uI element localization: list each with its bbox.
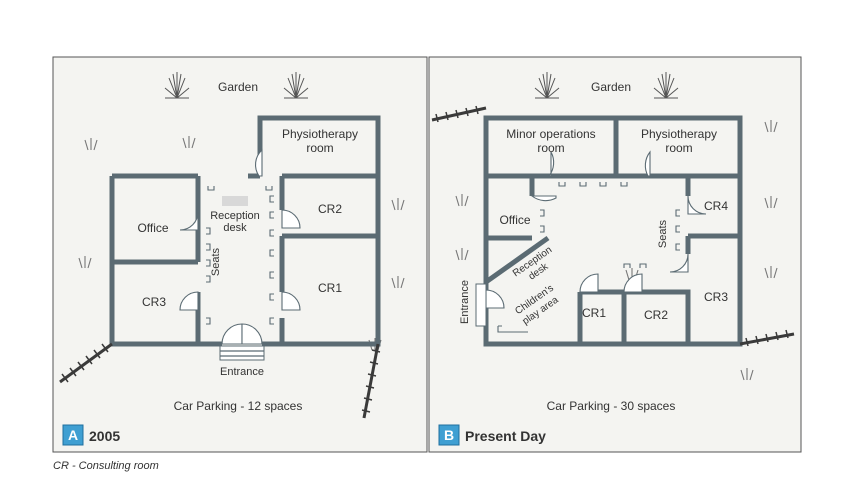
- room-label-reception: desk: [223, 222, 247, 234]
- room-label-office: Office: [137, 221, 168, 235]
- grass-icon: [78, 256, 92, 269]
- parking-label: Car Parking - 12 spaces: [174, 399, 303, 413]
- door-icon: [241, 323, 263, 345]
- badge-b: [438, 424, 460, 446]
- door-icon: [485, 289, 505, 309]
- room-label-physiotherapy: room: [306, 141, 333, 155]
- room-label-cr2: CR2: [644, 308, 668, 322]
- footnote: CR - Consulting room: [53, 460, 159, 472]
- grass-icon: [182, 136, 196, 149]
- panel-a-frame: [52, 56, 428, 453]
- room-label-reception: Reception: [210, 210, 260, 222]
- grass-icon: [84, 138, 98, 151]
- room-label-physiotherapy: Physiotherapy: [641, 127, 717, 141]
- entrance-label: Entrance: [220, 366, 264, 378]
- reception-desk-counter: [222, 196, 248, 206]
- room-label-cr3: CR3: [142, 295, 166, 309]
- fence-icon: [361, 343, 381, 419]
- seats-label: Seats: [210, 247, 222, 276]
- garden-label: Garden: [591, 80, 631, 94]
- door-icon: [179, 211, 199, 231]
- room-label-physiotherapy: Physiotherapy: [282, 127, 358, 141]
- entrance-label: Entrance: [459, 280, 471, 324]
- door-icon: [530, 195, 557, 202]
- door-icon: [579, 273, 599, 293]
- grass-icon: [455, 194, 469, 207]
- panel-a-caption: A 2005: [62, 424, 120, 446]
- badge-a-letter: A: [68, 427, 78, 443]
- room-label-physiotherapy: room: [665, 141, 692, 155]
- garden-plant-icon: [283, 72, 309, 99]
- seats-row: [497, 182, 680, 333]
- door-icon: [687, 195, 707, 215]
- seats-row: [206, 186, 274, 325]
- grass-icon: [455, 248, 469, 261]
- room-label-cr1: CR1: [582, 306, 606, 320]
- door-icon: [281, 291, 301, 311]
- grass-icon: [764, 196, 778, 209]
- fence-icon: [59, 342, 113, 384]
- grass-icon: [391, 198, 405, 211]
- room-label-minor-operations: room: [537, 141, 564, 155]
- room-label-cr2: CR2: [318, 202, 342, 216]
- grass-icon: [764, 120, 778, 133]
- entrance-steps: [219, 345, 265, 361]
- panel-a-title: 2005: [89, 428, 120, 444]
- garden-label: Garden: [218, 80, 258, 94]
- door-icon: [281, 209, 301, 229]
- garden-plant-icon: [164, 72, 190, 99]
- room-label-cr1: CR1: [318, 281, 342, 295]
- door-icon: [255, 148, 263, 177]
- panel-2005: Garden Physiotherapy room Office CR3 C: [52, 56, 428, 453]
- door-icon: [669, 253, 689, 273]
- grass-icon: [764, 266, 778, 279]
- fence-icon: [431, 105, 487, 123]
- badge-b-letter: B: [444, 427, 454, 443]
- grass-icon: [391, 276, 405, 289]
- parking-label: Car Parking - 30 spaces: [547, 399, 676, 413]
- door-icon: [644, 150, 651, 177]
- badge-a: [62, 424, 84, 446]
- room-label-office: Office: [499, 213, 530, 227]
- room-label-cr3: CR3: [704, 290, 728, 304]
- room-label-minor-operations: Minor operations: [506, 127, 595, 141]
- grass-icon: [740, 368, 754, 381]
- door-icon: [547, 151, 555, 177]
- panel-b-title: Present Day: [465, 428, 546, 444]
- garden-plant-icon: [653, 72, 679, 99]
- panel-b-caption: B Present Day: [438, 424, 546, 446]
- door-icon: [623, 273, 643, 293]
- panel-present-day: Garden Minor operations room: [428, 56, 802, 453]
- entrance-steps: [475, 283, 487, 327]
- room-label-cr4: CR4: [704, 199, 728, 213]
- seats-label: Seats: [657, 219, 669, 248]
- door-icon: [179, 291, 199, 311]
- garden-plant-icon: [534, 72, 560, 99]
- fence-icon: [739, 329, 795, 347]
